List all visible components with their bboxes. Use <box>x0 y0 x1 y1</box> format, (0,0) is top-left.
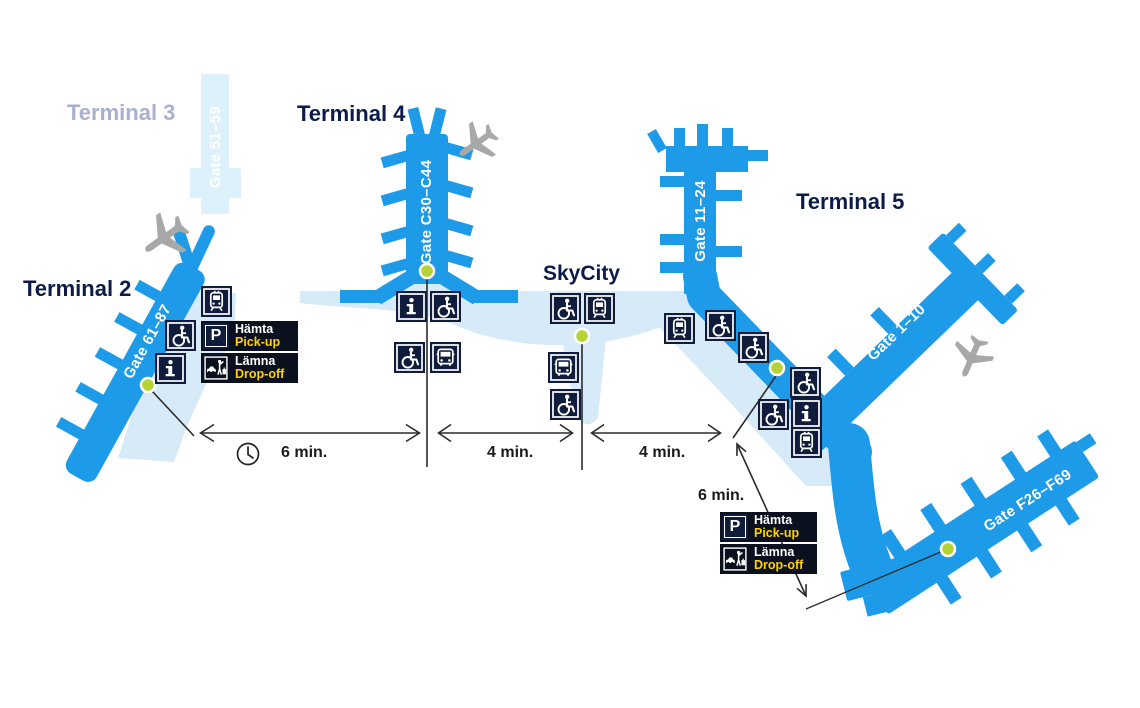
airplanes <box>145 121 995 377</box>
wheelchair-icon <box>394 342 425 373</box>
gate-label-t3: Gate 51–59 <box>207 106 224 188</box>
terminal2-marker <box>139 376 157 394</box>
car-dropoff-icon <box>722 546 748 572</box>
dropoff-text-en: Drop-off <box>754 558 804 572</box>
dropoff-text-sv: Lämna <box>235 354 276 368</box>
gate-label-t4: Gate C30–C44 <box>418 159 435 264</box>
info-icon <box>791 398 822 429</box>
terminal2-pier <box>55 224 215 482</box>
wheelchair-icon <box>758 399 789 430</box>
terminal3-building <box>190 74 241 214</box>
airplane-icon <box>459 121 499 158</box>
pickup-text-en: Pick-up <box>235 335 281 349</box>
dropoff-label-row: Lämna Drop-off <box>201 353 298 383</box>
terminal3-label: Terminal 3 <box>67 100 176 125</box>
terminal5-marker <box>768 359 786 377</box>
terminal4-marker <box>418 262 436 280</box>
terminal5-label: Terminal 5 <box>796 189 905 214</box>
terminal5-marker-line <box>732 375 777 439</box>
pickup-label-row: P Hämta Pick-up <box>201 321 298 351</box>
terminal-structures <box>55 106 1099 617</box>
terminal2-marker-line <box>151 390 195 437</box>
pickup-label-row: P Hämta Pick-up <box>720 512 817 542</box>
train-icon <box>664 313 695 344</box>
terminal5-south-band <box>828 423 892 587</box>
bus-icon <box>430 342 461 373</box>
terminal5-east-pier <box>796 222 1025 451</box>
info-icon <box>396 291 427 322</box>
arrow-skycity-t5 <box>590 423 722 443</box>
dropoff-text-en: Drop-off <box>235 367 285 381</box>
terminal2-label: Terminal 2 <box>23 276 132 301</box>
pickup-text-en: Pick-up <box>754 526 800 540</box>
gate-label-t5-north: Gate 11–24 <box>692 180 709 262</box>
airplane-icon <box>145 212 190 253</box>
clock-icon <box>236 442 260 466</box>
time-t2-t4: 6 min. <box>281 444 328 461</box>
train-icon <box>201 286 232 317</box>
terminal5-f-pier <box>865 429 1099 614</box>
time-t5-fpier: 6 min. <box>698 487 745 504</box>
location-markers <box>139 262 957 558</box>
terminal4-label: Terminal 4 <box>297 101 406 126</box>
f-pier-marker <box>939 540 957 558</box>
wheelchair-icon <box>550 293 581 324</box>
arrow-t2-t4 <box>198 423 422 443</box>
skycity-marker <box>573 327 591 345</box>
wheelchair-icon <box>738 332 769 363</box>
time-skycity-t5: 4 min. <box>639 444 686 461</box>
arrow-t4-skycity <box>437 423 574 443</box>
train-icon <box>791 427 822 458</box>
parking-icon: P <box>203 323 229 349</box>
wheelchair-icon <box>705 310 736 341</box>
wheelchair-icon <box>165 320 196 351</box>
f-pier-marker-line <box>805 550 944 610</box>
wheelchair-icon <box>550 389 581 420</box>
skycity-south-strip <box>558 318 608 425</box>
dropoff-text-sv: Lämna <box>754 545 795 559</box>
info-icon <box>155 353 186 384</box>
parking-icon: P <box>722 514 748 540</box>
wheelchair-icon <box>430 291 461 322</box>
dropoff-label-row: Lämna Drop-off <box>720 544 817 574</box>
bus-icon <box>548 352 579 383</box>
train-icon <box>584 293 615 324</box>
pickup-text-sv: Hämta <box>235 322 274 336</box>
pickup-text-sv: Hämta <box>754 513 793 527</box>
wheelchair-icon <box>790 367 821 398</box>
terminal2-pickup-dropoff: P Hämta Pick-up Lämna Drop-off <box>201 321 298 383</box>
skycity-label: SkyCity <box>543 262 621 285</box>
car-dropoff-icon <box>203 355 229 381</box>
time-t4-skycity: 4 min. <box>487 444 534 461</box>
airplane-icon <box>955 334 995 377</box>
terminal5-pickup-dropoff: P Hämta Pick-up Lämna Drop-off <box>720 512 817 574</box>
terminal4-pier <box>340 106 518 305</box>
